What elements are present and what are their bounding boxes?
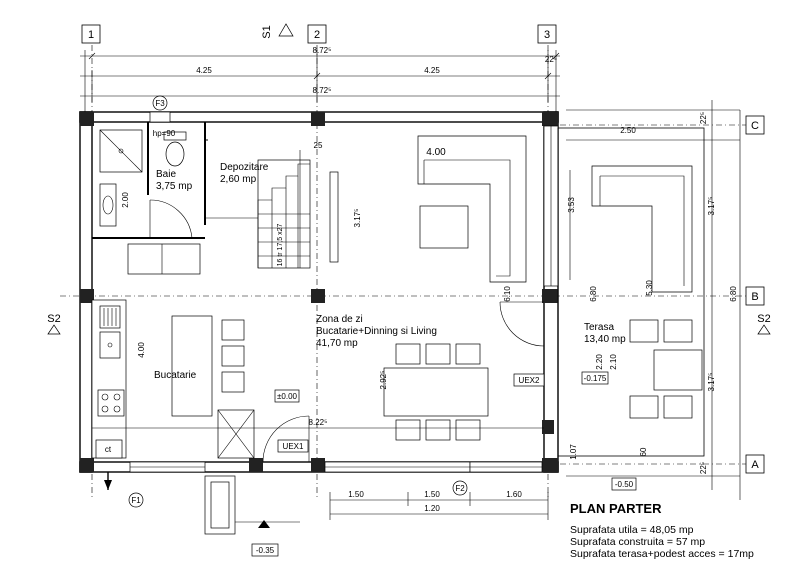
kitchen-counter: ct 4.00 <box>91 243 201 459</box>
section-marker-right: S2 <box>757 313 771 335</box>
dining-set: 2.92⁵ <box>379 343 489 441</box>
room-baie-name: Baie <box>156 169 176 180</box>
svg-text:22⁵: 22⁵ <box>545 55 557 64</box>
top-dimensions: 8.72⁵ 4.25 4.25 8.72⁵ 22⁵ <box>80 46 560 112</box>
exterior-walls <box>79 111 559 473</box>
bottom-dimensions: 1.50 1.50 1.60 1.20 <box>329 490 549 520</box>
svg-text:8.22⁵: 8.22⁵ <box>309 418 328 427</box>
svg-text:2.10: 2.10 <box>609 354 618 370</box>
svg-text:3.53: 3.53 <box>567 197 576 213</box>
room-bucatarie-name: Bucatarie <box>154 370 197 381</box>
window-tag-f2: F2 <box>452 480 468 496</box>
entry-podium: -0.35 <box>104 472 300 557</box>
summary-line-1: Suprafata utila = 48,05 mp <box>570 524 694 536</box>
room-zona-line1: Zona de zi <box>316 314 363 325</box>
svg-text:2.92⁵: 2.92⁵ <box>379 371 388 390</box>
room-terasa-area: 13,40 mp <box>584 334 626 345</box>
svg-text:1.60: 1.60 <box>506 490 522 499</box>
axis-marker-c: C <box>745 115 765 135</box>
svg-text:16 tr 17,5 x27: 16 tr 17,5 x27 <box>277 223 284 266</box>
svg-text:5.30: 5.30 <box>645 280 654 296</box>
svg-text:-0.175: -0.175 <box>584 374 607 383</box>
svg-text:2: 2 <box>314 29 320 41</box>
terrace-lounge-set: -0.175 -0.50 <box>581 319 703 491</box>
inner-dimensions: 8.22⁵ 3.53 6.10 6.80 5.30 6.80 2.20 2.10… <box>92 170 738 460</box>
interior-partitions <box>92 122 260 239</box>
room-depozitare-name: Depozitare <box>220 162 269 173</box>
window-tag-f3: F3 <box>152 95 168 111</box>
window-tag-f1: F1 <box>128 492 144 508</box>
svg-text:UEX2: UEX2 <box>519 376 540 385</box>
room-zona-line2: Bucatarie+Dinning si Living <box>316 326 437 337</box>
room-terasa-name: Terasa <box>584 322 614 333</box>
svg-text:2.50: 2.50 <box>620 126 636 135</box>
section-marker-top: S1 <box>261 23 294 39</box>
svg-text:22⁵: 22⁵ <box>699 462 708 474</box>
entry-door: UEX1 <box>262 415 310 463</box>
level-mark-zero: ±0.00 <box>274 389 300 403</box>
bathroom-fixtures: 2.00 hp=90 <box>99 129 187 227</box>
svg-text:3: 3 <box>544 29 550 41</box>
svg-text:3.17⁵: 3.17⁵ <box>707 197 716 216</box>
svg-text:22⁵: 22⁵ <box>699 112 708 124</box>
svg-text:2.20: 2.20 <box>595 354 604 370</box>
svg-text:F3: F3 <box>155 99 165 108</box>
living-sofa: 4.00 3.17⁵ <box>329 135 527 283</box>
svg-text:25: 25 <box>314 141 323 150</box>
plan-title: PLAN PARTER <box>570 501 662 516</box>
kitchen-island <box>171 315 255 459</box>
axis-marker-2: 2 <box>307 24 327 44</box>
summary-line-2: Suprafata construita = 57 mp <box>570 536 705 548</box>
svg-text:6.10: 6.10 <box>503 286 512 302</box>
room-zona-area: 41,70 mp <box>316 338 358 349</box>
axis-marker-1: 1 <box>81 24 101 44</box>
svg-text:6.80: 6.80 <box>589 286 598 302</box>
svg-text:F1: F1 <box>131 496 141 505</box>
svg-text:1: 1 <box>88 29 94 41</box>
svg-text:4.00: 4.00 <box>426 147 446 158</box>
svg-text:B: B <box>751 291 758 303</box>
svg-text:1.50: 1.50 <box>424 490 440 499</box>
axis-marker-a: A <box>745 454 765 474</box>
terrace-door: UEX2 <box>499 301 545 387</box>
svg-text:6.80: 6.80 <box>729 286 738 302</box>
svg-text:1.20: 1.20 <box>424 504 440 513</box>
svg-text:S2: S2 <box>757 313 770 325</box>
svg-text:ct: ct <box>105 445 112 454</box>
svg-text:S1: S1 <box>261 25 273 38</box>
svg-text:-0.50: -0.50 <box>615 480 634 489</box>
svg-text:4.00: 4.00 <box>137 342 146 358</box>
svg-text:2.00: 2.00 <box>121 192 130 208</box>
section-marker-left: S2 <box>47 313 61 335</box>
svg-text:3.17⁵: 3.17⁵ <box>353 209 362 228</box>
axis-marker-3: 3 <box>537 24 557 44</box>
svg-text:4.25: 4.25 <box>196 66 212 75</box>
svg-text:hp=90: hp=90 <box>153 129 176 138</box>
svg-text:1.07: 1.07 <box>569 444 578 460</box>
staircase: 16 tr 17,5 x27 25 <box>257 141 323 269</box>
svg-text:1.50: 1.50 <box>348 490 364 499</box>
svg-text:F2: F2 <box>455 484 465 493</box>
room-depozitare-area: 2,60 mp <box>220 174 257 185</box>
svg-text:60: 60 <box>639 447 648 456</box>
svg-text:-0.35: -0.35 <box>256 546 275 555</box>
summary-line-3: Suprafata terasa+podest acces = 17mp <box>570 548 754 560</box>
terrace-sofa <box>591 165 693 293</box>
svg-text:A: A <box>751 459 759 471</box>
terrace-outline: 2.50 22⁵ 22⁵ 3.17⁵ 3.17⁵ <box>557 100 741 500</box>
svg-text:8.72⁵: 8.72⁵ <box>313 46 332 55</box>
svg-text:4.25: 4.25 <box>424 66 440 75</box>
axis-marker-b: B <box>745 286 765 306</box>
room-baie-area: 3,75 mp <box>156 181 193 192</box>
svg-text:8.72⁵: 8.72⁵ <box>313 86 332 95</box>
svg-text:S2: S2 <box>47 313 60 325</box>
svg-text:UEX1: UEX1 <box>283 442 304 451</box>
svg-text:3.17⁵: 3.17⁵ <box>707 373 716 392</box>
svg-text:±0.00: ±0.00 <box>277 392 298 401</box>
svg-text:C: C <box>751 120 759 132</box>
